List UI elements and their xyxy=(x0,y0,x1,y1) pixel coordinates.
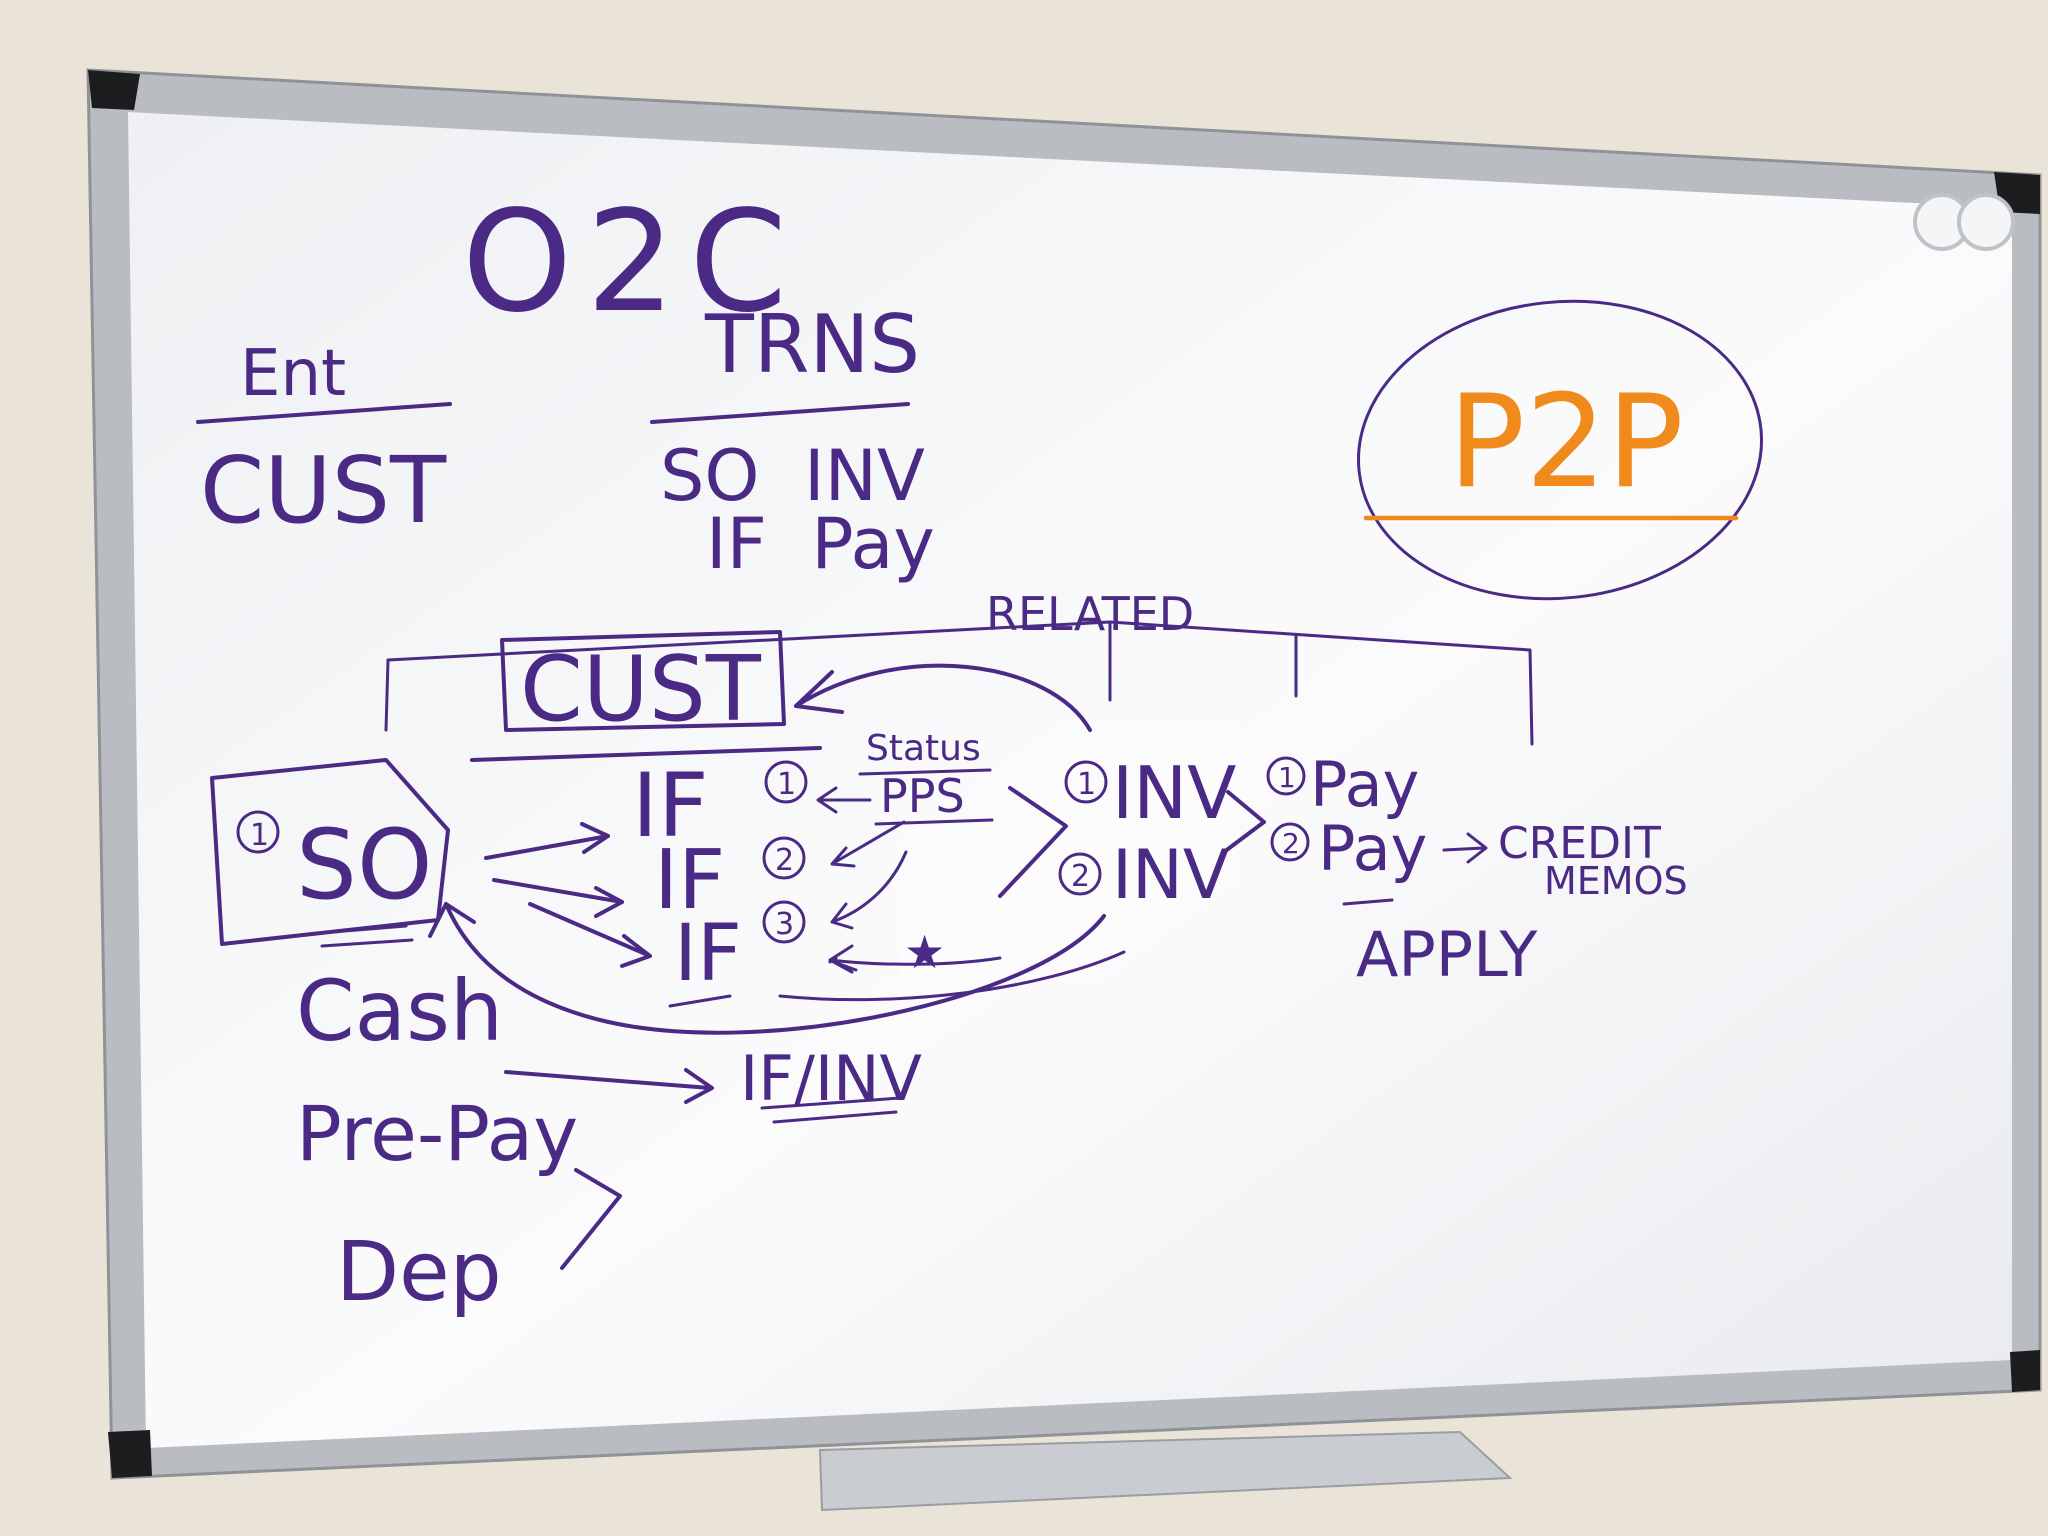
frame-corner xyxy=(108,1430,152,1478)
if-number-circle xyxy=(762,900,806,944)
apply-dash xyxy=(1342,898,1394,906)
pps-to-if-arrow xyxy=(830,820,906,868)
pay-to-credit-arrow xyxy=(1442,832,1488,864)
inv-to-so-arrow xyxy=(428,902,1106,1035)
so-double-underline xyxy=(320,924,414,948)
if-label-1: IF xyxy=(632,754,709,857)
if-label-3: IF xyxy=(674,909,742,999)
inv-number-circle xyxy=(1058,852,1102,896)
status-label: Status xyxy=(866,728,981,769)
inv-number-2: 2 xyxy=(1071,859,1090,894)
if-number-3: 3 xyxy=(775,907,794,942)
pps-label: PPS xyxy=(880,769,965,823)
prepay-dep-chevron xyxy=(560,1168,622,1270)
transactions-header: TRNS xyxy=(704,298,920,391)
glare xyxy=(900,720,1240,980)
pay-label-2: Pay xyxy=(1318,812,1427,885)
if-number-circle xyxy=(764,760,808,804)
inv-number-circle xyxy=(1064,760,1108,804)
related-label: RELATED xyxy=(986,587,1194,641)
frame-corner xyxy=(2010,1350,2040,1392)
pay-number-circle xyxy=(1270,822,1310,862)
credit-label: CREDIT xyxy=(1498,818,1661,869)
inv-pay-chevron xyxy=(1222,790,1266,854)
pay-number-circle xyxy=(1266,756,1306,796)
cash-label: Cash xyxy=(296,962,503,1060)
so-shape xyxy=(210,758,450,946)
p2p-label: P2P xyxy=(1448,368,1684,517)
cust-box-label: CUST xyxy=(520,637,762,742)
pps-underline xyxy=(874,818,994,826)
related-bracket xyxy=(384,620,1534,746)
title-o2c: O2C xyxy=(462,181,801,344)
magnet xyxy=(1957,193,2015,251)
entity-value: CUST xyxy=(200,437,447,544)
inv-to-cust-arrow xyxy=(794,663,1092,732)
inv-to-if-arrow xyxy=(828,944,1002,974)
status-underline xyxy=(858,768,992,776)
entity-header: Ent xyxy=(240,337,346,411)
memos-label: MEMOS xyxy=(1544,859,1688,903)
cust-box xyxy=(500,630,786,732)
transactions-line2: IF Pay xyxy=(706,503,935,585)
star-mark: ★ xyxy=(904,925,945,979)
so-number-circle xyxy=(236,810,280,854)
cash-to-ifinv-arrow xyxy=(504,1068,714,1104)
prepay-label: Pre-Pay xyxy=(296,1089,578,1178)
dep-label: Dep xyxy=(336,1225,502,1320)
so-to-if-arrow xyxy=(484,822,610,860)
if-label-2: IF xyxy=(654,833,725,928)
cust-underline xyxy=(470,746,822,762)
pps-to-if-arrow xyxy=(816,786,872,814)
inv-if-chevron xyxy=(998,786,1068,898)
if-number-1: 1 xyxy=(777,767,796,802)
pps-to-if-arrow xyxy=(830,850,908,930)
transactions-underline xyxy=(650,402,910,424)
marker-tray xyxy=(818,1430,1513,1512)
ifinv-double-underline xyxy=(760,1096,902,1124)
if-number-2: 2 xyxy=(775,843,794,878)
pay-number-1: 1 xyxy=(1278,761,1296,794)
entity-underline xyxy=(196,402,452,424)
if-underline-mark xyxy=(668,994,732,1008)
pay-label-1: Pay xyxy=(1310,748,1419,821)
inv-number-1: 1 xyxy=(1077,767,1096,802)
inv-label-2: INV xyxy=(1112,836,1229,915)
so-label: SO xyxy=(296,809,433,921)
pay-number-2: 2 xyxy=(1282,827,1300,860)
so-number: 1 xyxy=(250,818,269,853)
so-to-if-arrow xyxy=(528,902,652,968)
if-number-circle xyxy=(762,836,806,880)
inv-label-1: INV xyxy=(1112,751,1236,835)
so-to-if-arrow xyxy=(492,878,624,918)
apply-label: APPLY xyxy=(1356,918,1537,991)
frame-corner xyxy=(88,70,140,110)
transactions-line1: SO INV xyxy=(660,435,925,517)
p2p-circle xyxy=(1357,299,1763,601)
